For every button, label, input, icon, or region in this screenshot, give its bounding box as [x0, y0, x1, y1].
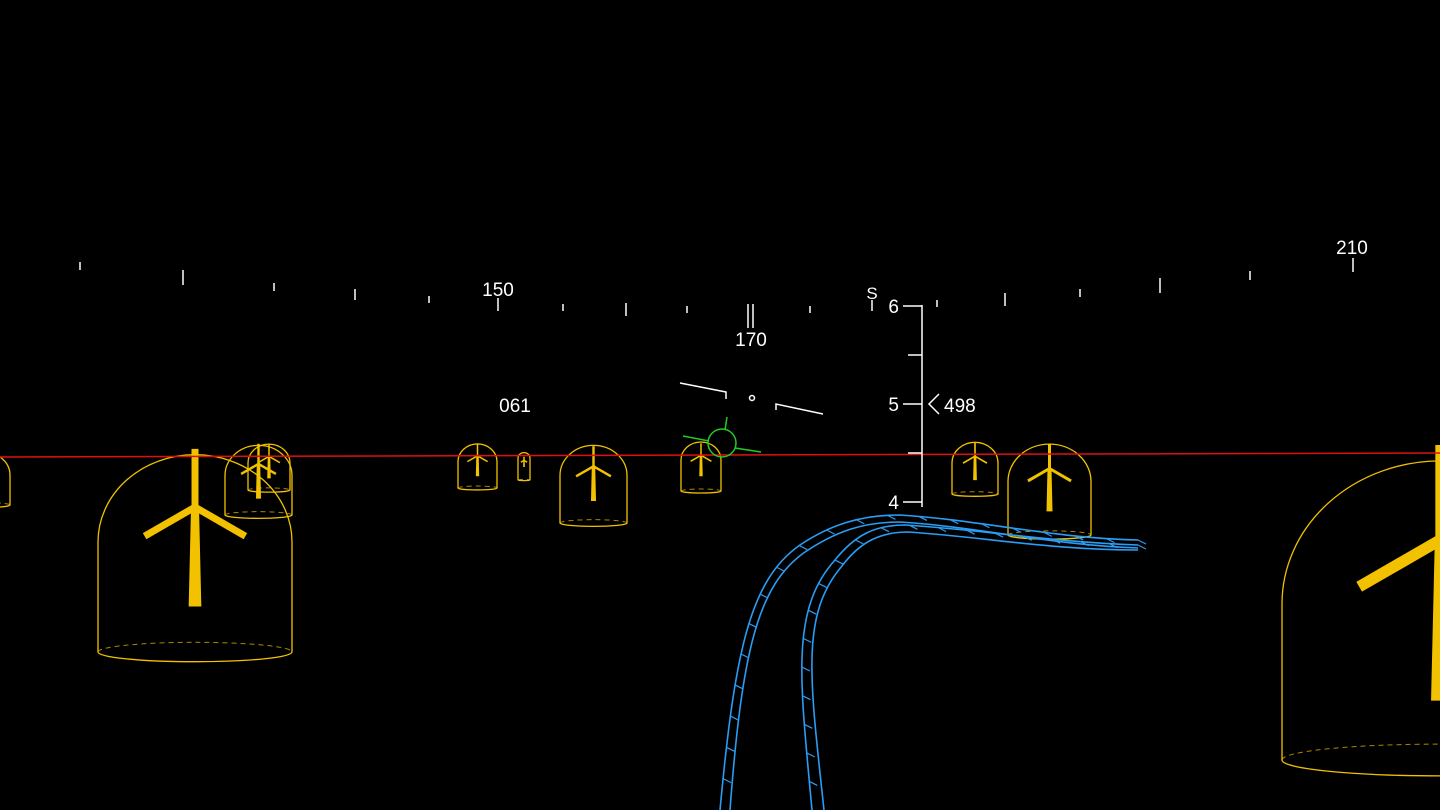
tunnel-rung [1023, 535, 1032, 541]
altitude-label-4: 4 [888, 493, 899, 514]
tunnel-rung [806, 752, 815, 758]
tunnel-rail [719, 514, 1139, 810]
tunnel-rung [966, 529, 975, 535]
tunnel-rung [1051, 538, 1061, 544]
tunnel-rung [802, 695, 811, 701]
tunnel-rung [803, 637, 812, 643]
wind-turbine-icon [575, 446, 612, 501]
turbine-obstacle [1281, 445, 1440, 777]
wind-turbine-icon [962, 442, 988, 481]
tunnel-rung [826, 529, 835, 535]
tunnel-rung [809, 780, 818, 786]
tunnel-rung [1012, 527, 1021, 533]
turbine-obstacle [247, 443, 291, 493]
tunnel-rung [740, 653, 750, 659]
tunnel-rung [726, 746, 735, 752]
wind-turbine-icon [1027, 443, 1072, 512]
turbine-obstacle [951, 441, 999, 497]
tunnel-rung [856, 519, 865, 525]
wind-turbine-icon [142, 448, 248, 607]
tunnel-rail [729, 521, 1139, 810]
tunnel-rung [880, 527, 890, 533]
altitude-current-value: 498 [944, 396, 976, 417]
turbine-obstacle [97, 448, 293, 663]
tunnel-rung [1074, 535, 1084, 541]
heading-label-210: 210 [1336, 238, 1368, 259]
tunnel-rung [949, 519, 959, 525]
tunnel-rung [807, 609, 817, 615]
tunnel-rung [1137, 544, 1147, 550]
tunnel-rung [776, 566, 785, 572]
tunnel-rung [1137, 539, 1147, 545]
tunnel-rung [1109, 543, 1118, 549]
tunnel-rail [801, 524, 1139, 810]
tunnel-rung [804, 723, 813, 729]
altitude-scale [903, 305, 940, 507]
tunnel-rung [1043, 531, 1053, 537]
tunnel-rung [734, 684, 744, 690]
turbine-obstacle [559, 444, 628, 527]
tunnel-rung [1080, 541, 1090, 547]
turbine-obstacle [224, 443, 293, 519]
heading-cardinal-south: S [866, 284, 877, 303]
wind-turbine-icon [466, 444, 489, 477]
tunnel-rung [994, 532, 1004, 538]
altitude-label-6: 6 [888, 297, 899, 318]
target-readout: 061 [499, 396, 531, 417]
altitude-label-5: 5 [888, 395, 899, 416]
tunnel-rung [801, 666, 811, 672]
altitude-caret-icon [927, 393, 940, 415]
tunnel-rail [811, 531, 1139, 810]
heading-label-150: 150 [482, 280, 514, 301]
wind-turbine-icon [520, 456, 528, 468]
tunnel-rung [722, 778, 732, 784]
tunnel-rung [909, 524, 918, 530]
turbine-obstacle [517, 451, 531, 482]
tunnel-rung [1106, 538, 1115, 544]
wind-turbine-icon [240, 443, 277, 499]
wind-turbine-icon [257, 443, 281, 479]
aircraft-symbol [679, 382, 824, 415]
tunnel-rung [854, 539, 864, 545]
tunnel-rung [918, 515, 928, 521]
flight-path-tunnel [719, 514, 1147, 810]
tunnel-rung [937, 526, 947, 533]
wind-turbine-icon [1356, 445, 1440, 701]
flight-path-marker [682, 416, 762, 458]
heading-label-170: 170 [735, 330, 767, 351]
tunnel-rung [748, 622, 758, 629]
tunnel-rung [730, 715, 739, 721]
tunnel-rung [798, 545, 808, 551]
tunnel-rung [818, 582, 827, 589]
turbine-obstacle [1007, 443, 1092, 540]
tunnel-rung [981, 523, 990, 529]
turbine-obstacle [0, 456, 11, 508]
tunnel-rung [887, 514, 896, 520]
horizon-line [0, 452, 1440, 458]
turbine-obstacle [680, 441, 722, 494]
heading-tape [79, 258, 1354, 328]
wind-turbine-obstacles [0, 441, 1440, 777]
tunnel-rung [834, 559, 844, 565]
tunnel-rung [759, 593, 769, 599]
turbine-obstacle [457, 443, 498, 491]
